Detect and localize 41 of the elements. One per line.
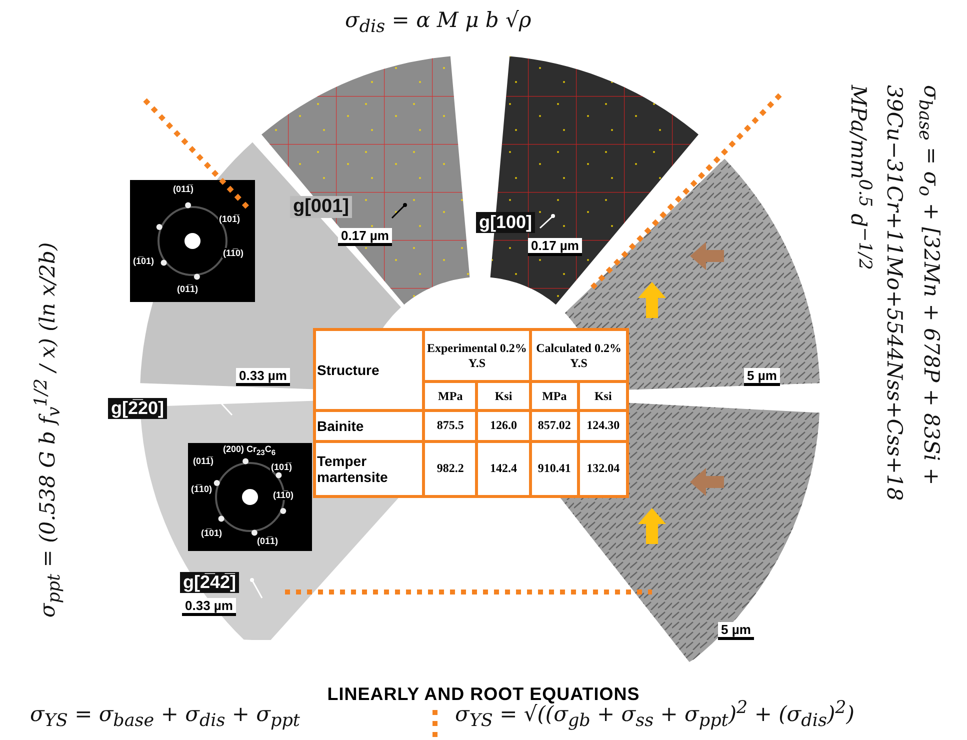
scale-bar-label: 5 µm: [744, 368, 780, 386]
table-cell: MPa: [532, 383, 578, 410]
table-cell: 124.30: [580, 412, 626, 440]
scale-bar-label: 0.17 µm: [528, 238, 582, 256]
table-cell: MPa: [425, 383, 476, 410]
scale-bar-label: 5 µm: [718, 622, 754, 640]
table-cell: 875.5: [425, 412, 476, 440]
table-cell: Ksi: [478, 383, 529, 410]
scale-bar-label: 0.33 µm: [182, 598, 236, 616]
miller-index-label: (11̅0): [272, 490, 295, 500]
phase-label: (200) Cr$_{23}$C$_{6}$: [222, 444, 277, 457]
table-cell: Temper martensite: [316, 442, 422, 495]
table-cell: 126.0: [478, 412, 529, 440]
scale-bar-label: 0.33 µm: [236, 368, 290, 386]
miller-index-label: (11̅0): [222, 248, 245, 258]
miller-index-label: (01̅1): [176, 284, 200, 294]
miller-index-label: (1̅01): [132, 256, 156, 266]
table-cell: 982.2: [425, 442, 476, 495]
table-cell: Ksi: [580, 383, 626, 410]
table-cell: 910.41: [532, 442, 578, 495]
miller-index-label: (101̅): [270, 462, 294, 472]
table-cell: Calculated 0.2% Y.S: [532, 331, 626, 380]
table-cell: Structure: [316, 331, 422, 410]
table-cell: Experimental 0.2% Y.S: [425, 331, 529, 380]
miller-index-label: (011̅): [192, 456, 215, 466]
diffraction-vector-label: g[100]: [476, 212, 536, 233]
equation: σ$_{dis}$ = α M μ b √ρ: [345, 8, 532, 38]
miller-index-label: (1̅10): [190, 484, 214, 494]
table-cell: 857.02: [532, 412, 578, 440]
miller-index-label: (101̅): [218, 214, 242, 224]
diffraction-vector-label: g[001]: [290, 196, 352, 218]
miller-index-label: (01̅1): [256, 536, 280, 546]
table-cell: 132.04: [580, 442, 626, 495]
diffraction-vector-label: g[2̅42̅]: [180, 572, 240, 593]
equation: σ$_{YS}$ = σ$_{base}$ + σ$_{dis}$ + σ$_{ppt}$: [30, 702, 300, 732]
table-cell: Bainite: [316, 412, 422, 440]
scale-bar-label: 0.17 µm: [338, 228, 392, 246]
diffraction-vector-label: g[2̅20]: [108, 398, 168, 419]
table-cell: 142.4: [478, 442, 529, 495]
miller-index-label: (1̅01): [200, 528, 224, 538]
miller-index-label: (011̅): [172, 184, 195, 194]
